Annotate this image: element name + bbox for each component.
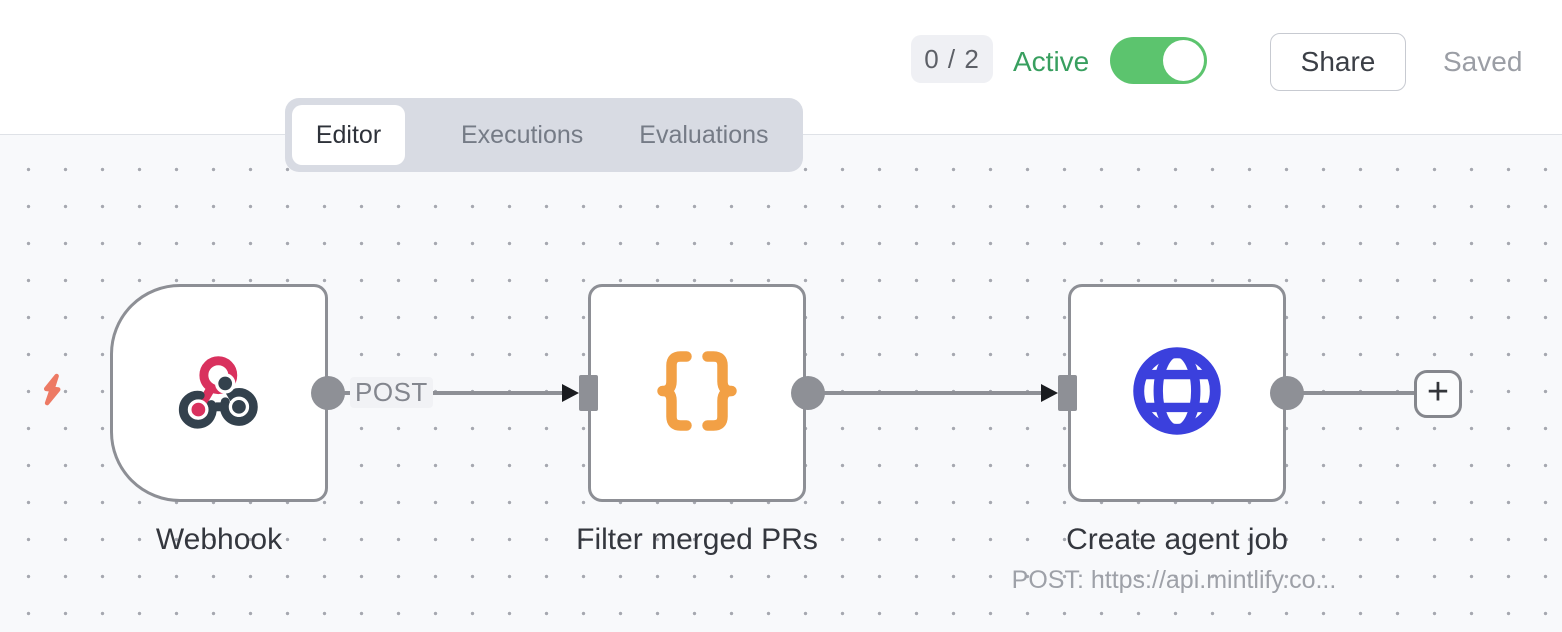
trigger-bolt-icon[interactable]	[30, 368, 74, 412]
node-label-filter: Filter merged PRs	[576, 523, 818, 556]
filter-input-port[interactable]	[579, 375, 598, 411]
saved-status: Saved	[1443, 46, 1523, 77]
connection-filter-create[interactable]	[808, 391, 1041, 395]
view-tabbar: Editor Executions Evaluations	[285, 98, 803, 172]
add-node-button[interactable]: +	[1414, 370, 1462, 418]
create-output-port[interactable]	[1270, 376, 1304, 410]
tab-executions[interactable]: Executions	[461, 120, 584, 149]
tab-evaluations[interactable]: Evaluations	[639, 120, 769, 149]
node-label-create: Create agent job	[1066, 523, 1288, 556]
node-label-webhook: Webhook	[155, 523, 283, 556]
webhook-output-port[interactable]	[311, 376, 345, 410]
braces-icon	[649, 343, 745, 444]
webhook-icon	[175, 347, 263, 440]
connection-post-label: POST	[350, 377, 433, 408]
issues-counter-badge[interactable]: 0 / 2	[911, 35, 993, 83]
workflow-canvas[interactable]: POST + Webhook Filter merged PRs Create …	[0, 134, 1562, 632]
node-webhook[interactable]	[110, 284, 328, 502]
tab-editor[interactable]: Editor	[292, 105, 405, 165]
filter-output-port[interactable]	[791, 376, 825, 410]
arrowhead-icon	[562, 384, 579, 402]
share-button[interactable]: Share	[1270, 33, 1406, 91]
arrowhead-icon	[1041, 384, 1058, 402]
connection-create-add[interactable]	[1287, 391, 1418, 395]
create-input-port[interactable]	[1058, 375, 1077, 411]
active-label: Active	[1013, 46, 1090, 77]
connection-webhook-filter[interactable]	[328, 391, 570, 395]
globe-icon	[1127, 341, 1227, 446]
toggle-knob	[1163, 40, 1204, 81]
active-toggle[interactable]	[1110, 37, 1207, 84]
node-sublabel-create: POST: https://api.mintlify.co...	[1011, 566, 1337, 594]
node-create-agent-job[interactable]	[1068, 284, 1286, 502]
node-filter-merged-prs[interactable]	[588, 284, 806, 502]
